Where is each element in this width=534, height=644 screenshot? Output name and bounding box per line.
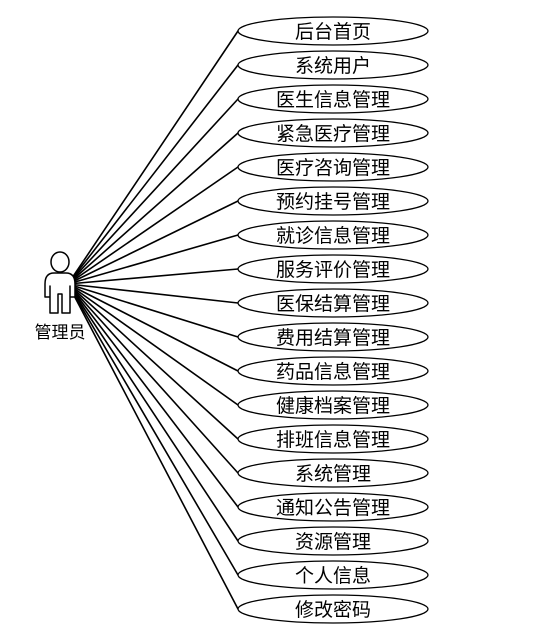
use-case: 后台首页 bbox=[237, 16, 429, 46]
use-case-ellipse bbox=[237, 186, 429, 216]
use-case-label: 药品信息管理 bbox=[276, 361, 390, 383]
use-case: 医保结算管理 bbox=[237, 288, 429, 318]
use-case-label: 后台首页 bbox=[295, 21, 371, 43]
use-case-label: 修改密码 bbox=[295, 599, 371, 621]
connector-line bbox=[67, 64, 239, 285]
use-case: 医生信息管理 bbox=[237, 84, 429, 114]
actor: 管理员 bbox=[35, 251, 86, 343]
use-case-label: 通知公告管理 bbox=[276, 497, 390, 519]
use-case-label: 就诊信息管理 bbox=[276, 225, 390, 247]
connector-line bbox=[67, 283, 239, 304]
connector-line bbox=[67, 98, 239, 285]
use-case-label: 医疗咨询管理 bbox=[276, 157, 390, 179]
use-case: 通知公告管理 bbox=[237, 492, 429, 522]
use-case-ellipse bbox=[237, 254, 429, 284]
use-case-ellipse bbox=[237, 220, 429, 250]
connector-line bbox=[67, 30, 239, 285]
use-case: 紧急医疗管理 bbox=[237, 118, 429, 148]
use-case-ellipse bbox=[237, 16, 429, 46]
connector-line bbox=[67, 283, 239, 372]
connector-line bbox=[67, 283, 239, 542]
use-case-ellipse bbox=[237, 594, 429, 624]
use-case-ellipse bbox=[237, 84, 429, 114]
use-case-label: 资源管理 bbox=[295, 531, 371, 553]
connector-line bbox=[67, 234, 239, 285]
connector-line bbox=[67, 283, 239, 610]
use-case-ellipse bbox=[237, 390, 429, 420]
use-case-ellipse bbox=[237, 152, 429, 182]
actor-label: 管理员 bbox=[35, 323, 86, 343]
use-case: 医疗咨询管理 bbox=[237, 152, 429, 182]
use-case-label: 排班信息管理 bbox=[276, 429, 390, 451]
use-case: 资源管理 bbox=[237, 526, 429, 556]
use-case-ellipse bbox=[237, 356, 429, 386]
connector-line bbox=[67, 283, 239, 440]
use-case: 就诊信息管理 bbox=[237, 220, 429, 250]
use-case-ellipse bbox=[237, 458, 429, 488]
connector-line bbox=[67, 268, 239, 285]
use-case: 系统管理 bbox=[237, 458, 429, 488]
use-case: 药品信息管理 bbox=[237, 356, 429, 386]
use-case-ellipse bbox=[237, 526, 429, 556]
use-case-label: 医生信息管理 bbox=[276, 89, 390, 111]
connector-line bbox=[67, 200, 239, 285]
use-case-label: 系统用户 bbox=[295, 55, 371, 77]
use-case-ellipse bbox=[237, 288, 429, 318]
use-case-ellipse bbox=[237, 118, 429, 148]
use-case-label: 健康档案管理 bbox=[276, 395, 390, 417]
use-case-ellipse bbox=[237, 560, 429, 590]
connector-line bbox=[67, 166, 239, 285]
connector-line bbox=[67, 283, 239, 338]
connector-line bbox=[67, 283, 239, 508]
use-case-label: 医保结算管理 bbox=[276, 293, 390, 315]
use-case: 修改密码 bbox=[237, 594, 429, 624]
connector-line bbox=[67, 283, 239, 474]
connector-line bbox=[67, 283, 239, 576]
use-case: 预约挂号管理 bbox=[237, 186, 429, 216]
use-case-label: 服务评价管理 bbox=[276, 259, 390, 281]
connector-lines bbox=[67, 30, 239, 610]
connector-line bbox=[67, 132, 239, 285]
connector-line bbox=[67, 283, 239, 406]
use-case-label: 紧急医疗管理 bbox=[276, 123, 390, 145]
use-case: 系统用户 bbox=[237, 50, 429, 80]
use-case: 服务评价管理 bbox=[237, 254, 429, 284]
use-case: 健康档案管理 bbox=[237, 390, 429, 420]
use-case: 费用结算管理 bbox=[237, 322, 429, 352]
use-case-label: 系统管理 bbox=[295, 463, 371, 485]
use-case: 个人信息 bbox=[237, 560, 429, 590]
use-case-ellipse bbox=[237, 424, 429, 454]
use-case-list: 后台首页系统用户医生信息管理紧急医疗管理医疗咨询管理预约挂号管理就诊信息管理服务… bbox=[237, 16, 429, 624]
use-case-label: 个人信息 bbox=[295, 565, 371, 587]
use-case-label: 预约挂号管理 bbox=[276, 191, 390, 213]
use-case-label: 费用结算管理 bbox=[276, 327, 390, 349]
use-case-ellipse bbox=[237, 322, 429, 352]
use-case-ellipse bbox=[237, 492, 429, 522]
stick-figure-icon bbox=[44, 251, 76, 314]
use-case-ellipse bbox=[237, 50, 429, 80]
use-case: 排班信息管理 bbox=[237, 424, 429, 454]
